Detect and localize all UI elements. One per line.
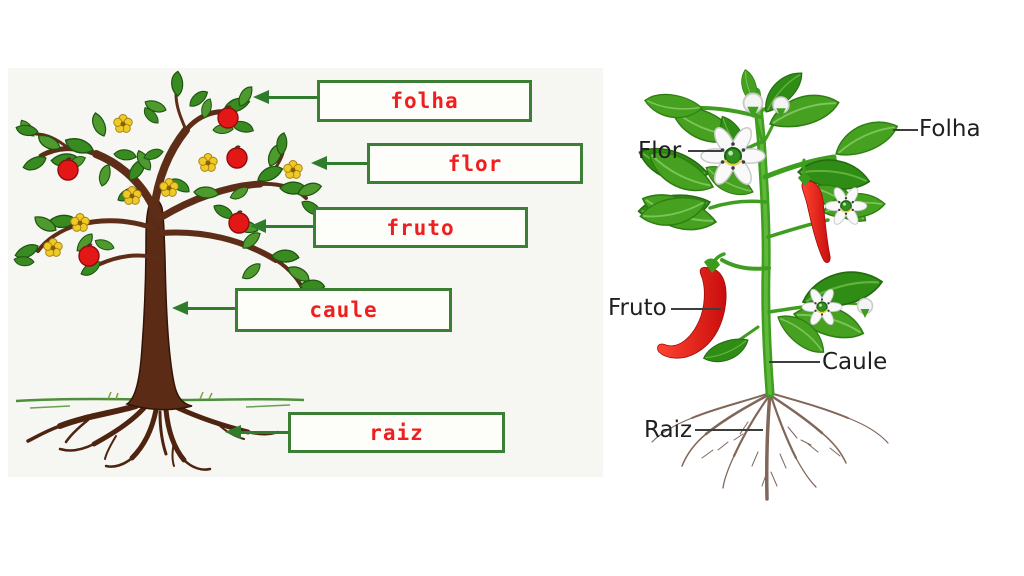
fruto-pointer-line bbox=[671, 308, 721, 310]
raiz-arrow-line bbox=[241, 431, 288, 434]
label-flor-text: flor bbox=[447, 151, 503, 176]
folha-pointer-line bbox=[893, 129, 918, 131]
label-raiz-text: raiz bbox=[369, 420, 424, 445]
tree-trunk bbox=[125, 199, 193, 411]
fruto-arrowhead-icon bbox=[250, 219, 266, 233]
fruto-arrow-line bbox=[266, 225, 313, 228]
left-tree-panel bbox=[8, 68, 603, 477]
label-box-caule: caule bbox=[235, 288, 452, 332]
flor-arrow-line bbox=[327, 162, 367, 165]
flor-arrowhead-icon bbox=[311, 156, 327, 170]
flor-pointer-line bbox=[688, 150, 722, 152]
plant-roots bbox=[651, 391, 889, 501]
caule-arrowhead-icon bbox=[172, 301, 188, 315]
label-caule-text: caule bbox=[309, 298, 378, 322]
label-folha-text: folha bbox=[390, 89, 459, 113]
caule-arrow-line bbox=[188, 307, 235, 310]
label-box-fruto: fruto bbox=[313, 207, 528, 248]
plant-stem bbox=[700, 87, 864, 398]
label-fruto-text: fruto bbox=[386, 215, 455, 240]
pepper-small bbox=[801, 180, 831, 263]
right-label-fruto: Fruto bbox=[608, 295, 667, 321]
label-box-raiz: raiz bbox=[288, 412, 505, 453]
tree-roots bbox=[26, 403, 280, 471]
pepper-fruits bbox=[657, 159, 831, 359]
right-label-caule: Caule bbox=[822, 349, 888, 375]
label-box-folha: folha bbox=[317, 80, 532, 122]
folha-arrowhead-icon bbox=[253, 90, 269, 104]
folha-arrow-line bbox=[269, 96, 317, 99]
raiz-pointer-line bbox=[695, 429, 763, 431]
right-label-flor: Flor bbox=[638, 138, 682, 164]
pepper-large bbox=[657, 266, 727, 359]
pepper-plant-illustration bbox=[633, 64, 903, 501]
right-label-folha: Folha bbox=[919, 116, 981, 142]
label-box-flor: flor bbox=[367, 143, 583, 184]
caule-pointer-line bbox=[769, 361, 820, 363]
tree-leaves bbox=[12, 70, 327, 323]
right-label-raiz: Raiz bbox=[644, 417, 693, 443]
raiz-arrowhead-icon bbox=[225, 425, 241, 439]
tree-branches bbox=[34, 92, 308, 294]
apple-tree-illustration bbox=[12, 70, 327, 471]
